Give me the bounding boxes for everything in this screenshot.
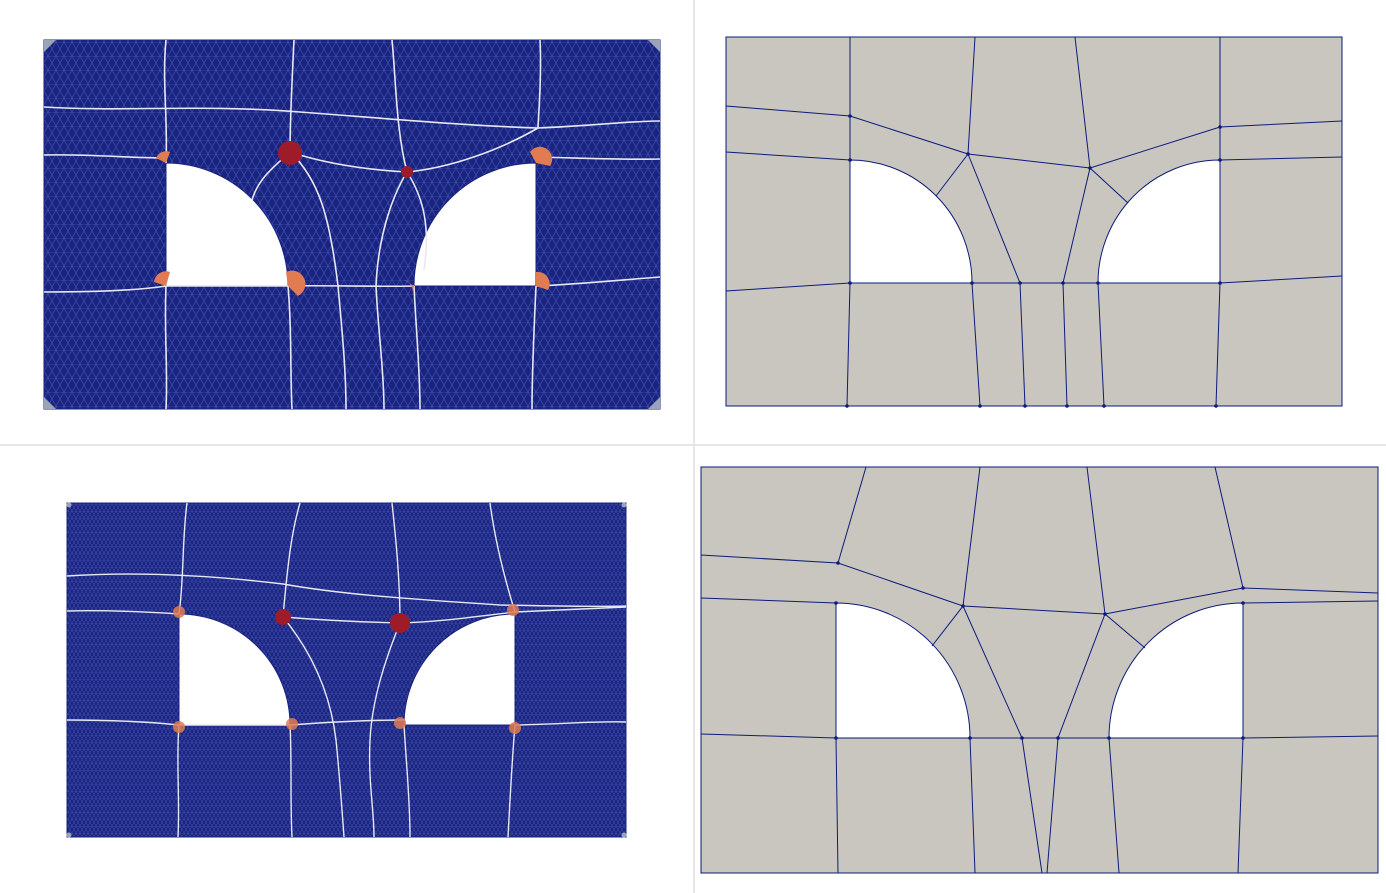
singularity-light xyxy=(530,146,553,166)
panel-bottom-left-triangle-mesh xyxy=(66,502,627,838)
singularity-light xyxy=(286,270,306,296)
singularity-dark xyxy=(390,613,410,633)
corner-markers xyxy=(44,40,660,409)
singularity-light xyxy=(173,721,185,733)
quad-domain xyxy=(725,36,1343,407)
quad-vertices xyxy=(834,561,1245,740)
singularity-light xyxy=(507,604,519,616)
singularities xyxy=(173,604,521,734)
corner-markers xyxy=(66,502,627,838)
singularity-light xyxy=(173,606,185,618)
mesh-domain xyxy=(66,502,627,838)
singularity-dark xyxy=(401,166,413,178)
singularity-light xyxy=(509,722,521,734)
panel-bottom-right-quad-layout xyxy=(700,466,1379,874)
singularity-light xyxy=(154,271,170,286)
singularity-dark xyxy=(278,141,302,165)
singularity-light xyxy=(394,717,406,729)
singularity-light xyxy=(536,271,550,290)
mesh-domain xyxy=(43,39,661,410)
quad-vertices xyxy=(845,114,1222,408)
singularities xyxy=(154,141,553,296)
singularity-light xyxy=(156,151,170,163)
panel-top-left-triangle-mesh xyxy=(43,39,661,410)
quad-domain xyxy=(700,466,1379,874)
singularity-light xyxy=(286,718,298,730)
singularity-dark xyxy=(275,609,291,625)
panel-top-right-quad-layout xyxy=(725,36,1343,408)
